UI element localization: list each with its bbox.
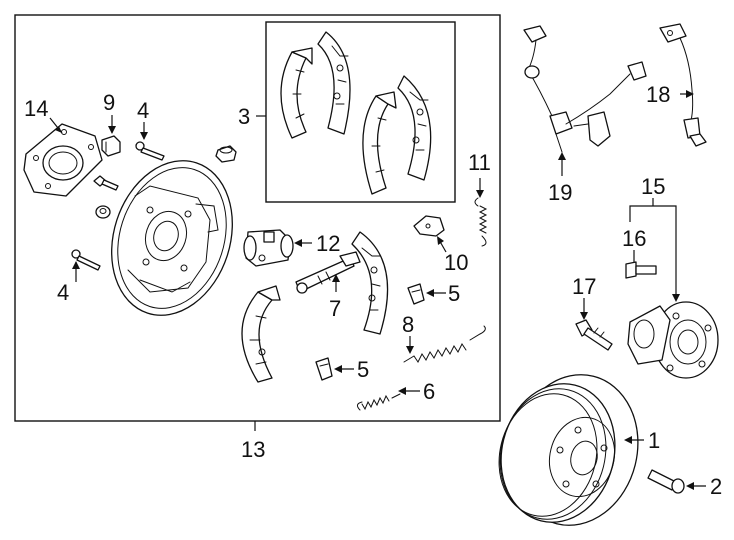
callout-17: 17 bbox=[572, 274, 596, 299]
brake-drum bbox=[498, 374, 639, 526]
callout-13: 13 bbox=[241, 437, 265, 462]
callout-15: 15 bbox=[641, 174, 665, 199]
cap bbox=[215, 145, 237, 163]
retainer-clip-bottom bbox=[315, 357, 333, 381]
callout-5-top: 5 bbox=[448, 281, 460, 306]
brake-shoe-right bbox=[351, 231, 389, 335]
hold-down-pin-bottom bbox=[71, 249, 101, 271]
adjuster-spring bbox=[474, 197, 488, 247]
callout-1: 1 bbox=[648, 428, 660, 453]
shoe-set-frame bbox=[265, 21, 456, 203]
abs-sensor-harness bbox=[523, 25, 647, 153]
callout-19: 19 bbox=[548, 180, 572, 205]
return-spring bbox=[403, 325, 486, 363]
brake-hose bbox=[659, 23, 707, 147]
callout-8: 8 bbox=[402, 312, 414, 337]
hold-down-pin-top bbox=[135, 141, 165, 161]
callout-4-bottom: 4 bbox=[57, 280, 69, 305]
assembly-frame bbox=[14, 14, 501, 422]
plug bbox=[101, 135, 121, 157]
hold-down-spring bbox=[356, 393, 401, 411]
backing-plate-bolt bbox=[93, 175, 119, 191]
adjuster-lever bbox=[413, 215, 445, 237]
hub-bolt bbox=[625, 261, 657, 279]
brake-shoe-left bbox=[241, 285, 281, 383]
callout-6: 6 bbox=[423, 379, 435, 404]
hub-assembly bbox=[627, 301, 719, 379]
callout-5-bottom: 5 bbox=[357, 357, 369, 382]
drum-bolt bbox=[647, 469, 685, 494]
callout-16: 16 bbox=[622, 226, 646, 251]
callout-9: 9 bbox=[103, 90, 115, 115]
bracket-15 bbox=[629, 198, 677, 214]
mounting-bolt bbox=[575, 319, 613, 351]
callout-12: 12 bbox=[316, 231, 340, 256]
callout-11: 11 bbox=[468, 150, 491, 175]
callout-7: 7 bbox=[329, 296, 341, 321]
brake-shoe-set bbox=[280, 31, 432, 195]
callout-18: 18 bbox=[646, 82, 670, 107]
gasket-plate bbox=[23, 123, 103, 197]
backing-plate bbox=[111, 160, 233, 316]
adjuster bbox=[295, 251, 361, 294]
callout-2: 2 bbox=[710, 474, 722, 499]
callout-10: 10 bbox=[444, 250, 468, 275]
callout-3: 3 bbox=[238, 104, 250, 129]
washer bbox=[95, 205, 111, 219]
retainer-clip-top bbox=[407, 283, 425, 305]
callout-4-top: 4 bbox=[137, 98, 149, 123]
wheel-cylinder bbox=[243, 229, 294, 267]
callout-14: 14 bbox=[24, 96, 48, 121]
